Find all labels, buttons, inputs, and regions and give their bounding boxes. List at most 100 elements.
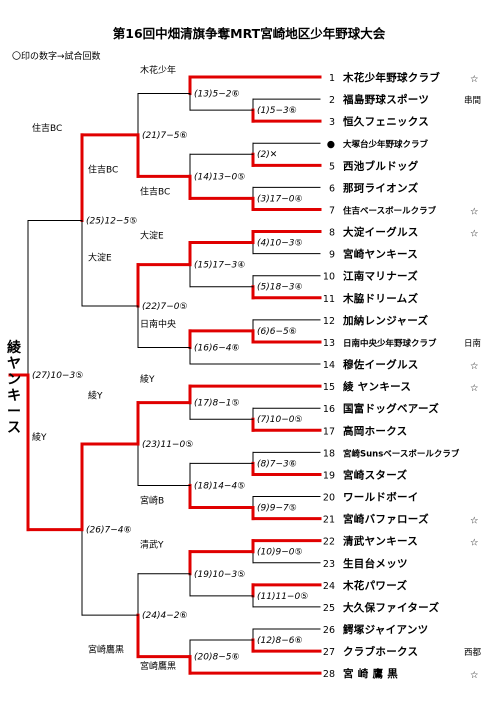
match-score: (2)✕ (257, 150, 277, 160)
champion-char: キ (7, 388, 21, 404)
team-number: 19 (323, 470, 335, 481)
match-score: (16)6−4⑥ (194, 343, 240, 353)
seed-star-icon: ☆ (470, 361, 479, 372)
team-row: 15 綾 ヤンキース ☆ (323, 380, 479, 394)
match-score: (26)7−4⑥ (86, 526, 132, 536)
team-row: 11 木脇ドリームズ (323, 292, 418, 305)
match-score: (4)10−3⑤ (257, 239, 303, 249)
champion-char: 綾 (7, 339, 22, 356)
team-number: 17 (323, 426, 335, 437)
champion-char: ヤ (7, 356, 21, 372)
team-name: 大塚台少年野球クラブ (343, 139, 429, 150)
team-number: 11 (323, 294, 335, 305)
team-region-note: 串間 (464, 96, 481, 106)
match-score: (20)8−5⑥ (194, 653, 240, 663)
winner-label: 住吉BC (32, 122, 62, 134)
match-score: (8)7−3⑥ (257, 459, 297, 469)
winner-label: 住吉BC (88, 163, 118, 175)
team-number: 22 (323, 537, 335, 548)
champion-char: ス (7, 420, 21, 436)
seed-star-icon: ☆ (470, 229, 479, 240)
team-name: 恒久フェニックス (343, 115, 429, 128)
team-number: 14 (323, 360, 335, 371)
winner-label: 大淀E (88, 252, 112, 264)
page-title: 第16回中畑清旗争奪MRT宮崎地区少年野球大会 (113, 26, 386, 41)
champion-char: ン (7, 372, 21, 388)
team-row: 17 高岡ホークス (323, 424, 408, 437)
team-row: 8 大淀イーグルス ☆ (329, 226, 479, 240)
team-number: 27 (323, 647, 335, 658)
team-name: 高岡ホークス (343, 424, 408, 437)
team-name: 宮 崎 鷹 黒 (343, 667, 398, 680)
team-number: 25 (323, 603, 335, 614)
bracket-lines (8, 75, 322, 675)
team-row: 22 清武ヤンキース ☆ (323, 535, 479, 549)
team-region-note: 西都 (464, 648, 482, 658)
team-name: 住吉ベースボールクラブ (343, 205, 437, 216)
team-number: 28 (323, 669, 335, 680)
match-score: (15)17−3④ (194, 261, 245, 271)
team-name: 鰐塚ジャイアンツ (342, 623, 428, 636)
legend-note: 〇印の数字→試合回数 (12, 50, 101, 62)
match-score: (25)12−5⑤ (86, 216, 137, 226)
winner-label: 綾Y (88, 390, 103, 402)
team-name: 綾 ヤンキース (343, 380, 411, 393)
match-score: (1)5−3⑥ (257, 106, 297, 116)
winner-label: 綾Y (32, 431, 47, 443)
seed-star-icon: ☆ (470, 516, 479, 527)
match-score: (13)5−2⑥ (194, 90, 240, 100)
team-name: 大淀イーグルス (343, 226, 419, 239)
winner-label: 清武Y (140, 539, 164, 551)
team-number: 13 (323, 338, 335, 349)
team-row: 18 宮崎Sunsベースボールクラブ (323, 448, 460, 459)
winner-label: 大淀E (140, 230, 164, 242)
match-score: (6)6−5⑥ (257, 327, 297, 337)
winner-label: 綾Y (140, 373, 155, 385)
team-number: 8 (329, 228, 335, 239)
seed-star-icon: ☆ (470, 206, 479, 217)
team-name: 宮崎バファローズ (343, 513, 429, 526)
match-score: (11)11−0⑤ (257, 592, 308, 602)
team-number: 9 (329, 250, 335, 261)
team-number: 18 (323, 448, 335, 459)
champion-char: ー (7, 404, 21, 420)
team-number: 3 (329, 117, 335, 128)
match-score: (12)8−6⑥ (257, 636, 303, 646)
seed-star-icon: ☆ (470, 383, 479, 394)
team-name: 清武ヤンキース (343, 535, 418, 548)
seed-star-icon: ☆ (470, 670, 479, 681)
team-row: 7 住吉ベースボールクラブ ☆ (329, 205, 479, 217)
team-name: 那珂ライオンズ (343, 181, 419, 194)
team-number: 5 (329, 161, 335, 172)
team-name: 福島野球スポーツ (342, 93, 429, 106)
team-name: 宮崎Sunsベースボールクラブ (343, 448, 460, 459)
winner-label: 住吉BC (140, 185, 170, 197)
winner-label: 木花少年 (140, 64, 176, 76)
team-name: 生目台メッツ (343, 557, 408, 570)
team-row: 3 恒久フェニックス (329, 115, 429, 128)
team-name: 江南マリナーズ (343, 270, 418, 283)
team-number: 7 (329, 205, 335, 216)
team-row: ●大塚台少年野球クラブ (327, 139, 429, 150)
winner-label: 日南中央 (140, 318, 176, 330)
team-name: 木脇ドリームズ (342, 292, 418, 305)
team-row: 28 宮 崎 鷹 黒 ☆ (323, 667, 479, 681)
match-score: (19)10−3⑤ (194, 570, 245, 580)
team-name: 宮崎ヤンキース (343, 248, 418, 261)
team-number: 24 (323, 581, 335, 592)
team-number: 12 (323, 316, 335, 327)
team-number: 15 (323, 382, 335, 393)
team-number: 20 (323, 493, 335, 504)
seed-star-icon: ☆ (470, 538, 479, 549)
